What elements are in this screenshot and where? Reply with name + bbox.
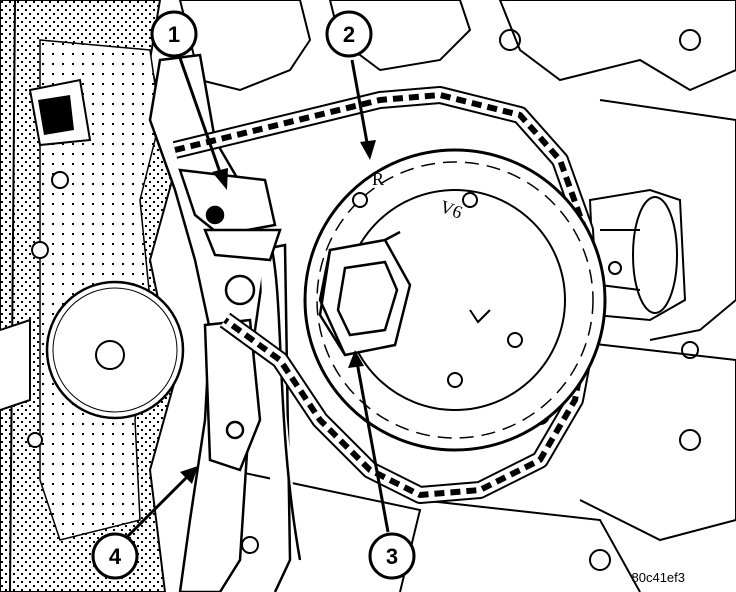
callout-2: 2: [325, 10, 373, 58]
chain-tensioner-arm: [148, 53, 302, 592]
callout-1-label: 1: [168, 22, 180, 47]
sprocket-mark-r: R: [372, 169, 384, 189]
callout-1: 1: [150, 10, 198, 58]
camshaft-stub: [588, 188, 687, 322]
leader-line-1: [178, 57, 224, 179]
timing-chain: [172, 86, 599, 504]
camshaft-sprocket: R V6: [303, 148, 607, 452]
callout-3: 3: [368, 532, 416, 580]
callout-4-label: 4: [109, 544, 122, 569]
timing-cover: [0, 0, 185, 592]
leader-line-4: [125, 472, 192, 539]
callout-4: 4: [91, 532, 139, 580]
leader-arrowheads: [180, 140, 376, 484]
camshaft-holding-tool: [178, 168, 282, 262]
leader-lines: [125, 57, 390, 539]
arrowhead-1: [212, 168, 228, 190]
leader-line-3: [355, 361, 390, 533]
callout-3-label: 3: [386, 544, 398, 569]
callout-2-label: 2: [343, 22, 355, 47]
leader-line-2: [350, 59, 370, 149]
sprocket-retaining-bolt: [318, 230, 412, 357]
arrowhead-3: [348, 350, 364, 368]
figure-code: 80c41ef3: [632, 570, 686, 585]
arrowhead-2: [360, 140, 376, 160]
arrowhead-4: [180, 466, 198, 484]
